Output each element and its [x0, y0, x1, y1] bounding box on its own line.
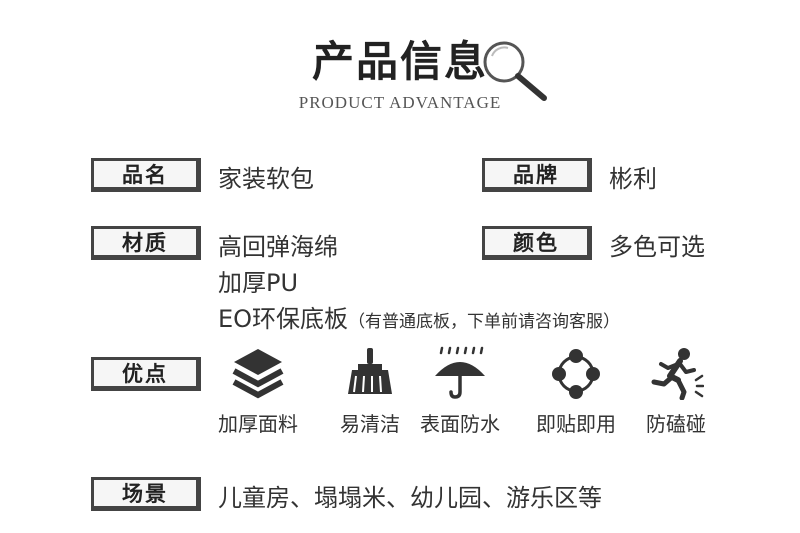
- material-note: （有普通底板，下单前请咨询客服）: [348, 312, 621, 332]
- brand-label: 品牌: [482, 158, 592, 192]
- advantage-label: 表面防水: [420, 412, 500, 436]
- connected-nodes-icon: [552, 349, 600, 399]
- material-label: 材质: [91, 226, 201, 260]
- page-subtitle: PRODUCT ADVANTAGE: [298, 93, 502, 112]
- advantage-item: 防磕碰: [621, 346, 731, 437]
- advantages-label: 优点: [91, 357, 201, 391]
- scene-label: 场景: [91, 477, 201, 511]
- brand-value: 彬利: [609, 165, 657, 193]
- material-line: 高回弹海绵: [218, 233, 338, 261]
- color-value: 多色可选: [609, 233, 705, 261]
- advantage-item: 表面防水: [405, 346, 515, 437]
- product-name-label: 品名: [91, 158, 201, 192]
- scene-value: 儿童房、塌塌米、幼儿园、游乐区等: [218, 484, 602, 512]
- advantage-label: 防磕碰: [646, 412, 706, 436]
- broom-icon: [348, 348, 392, 394]
- advantage-item: 即贴即用: [521, 346, 631, 437]
- material-line: 加厚PU: [218, 269, 299, 297]
- page-title: 产品信息: [311, 37, 488, 86]
- umbrella-rain-icon: [435, 346, 485, 399]
- advantage-item: 易清洁: [315, 346, 425, 437]
- product-name-value: 家装软包: [218, 165, 314, 193]
- layers-icon: [232, 349, 284, 399]
- advantage-label: 易清洁: [340, 412, 400, 436]
- color-label: 颜色: [482, 226, 592, 260]
- advantage-item: 加厚面料: [203, 346, 313, 437]
- running-person-icon: [651, 348, 704, 400]
- material-line-text: EO环保底板: [218, 305, 349, 333]
- magnifier-icon: [483, 41, 547, 101]
- advantage-label: 即贴即用: [536, 412, 616, 436]
- advantage-label: 加厚面料: [218, 412, 298, 436]
- material-line: EO环保底板（有普通底板，下单前请咨询客服）: [218, 299, 620, 334]
